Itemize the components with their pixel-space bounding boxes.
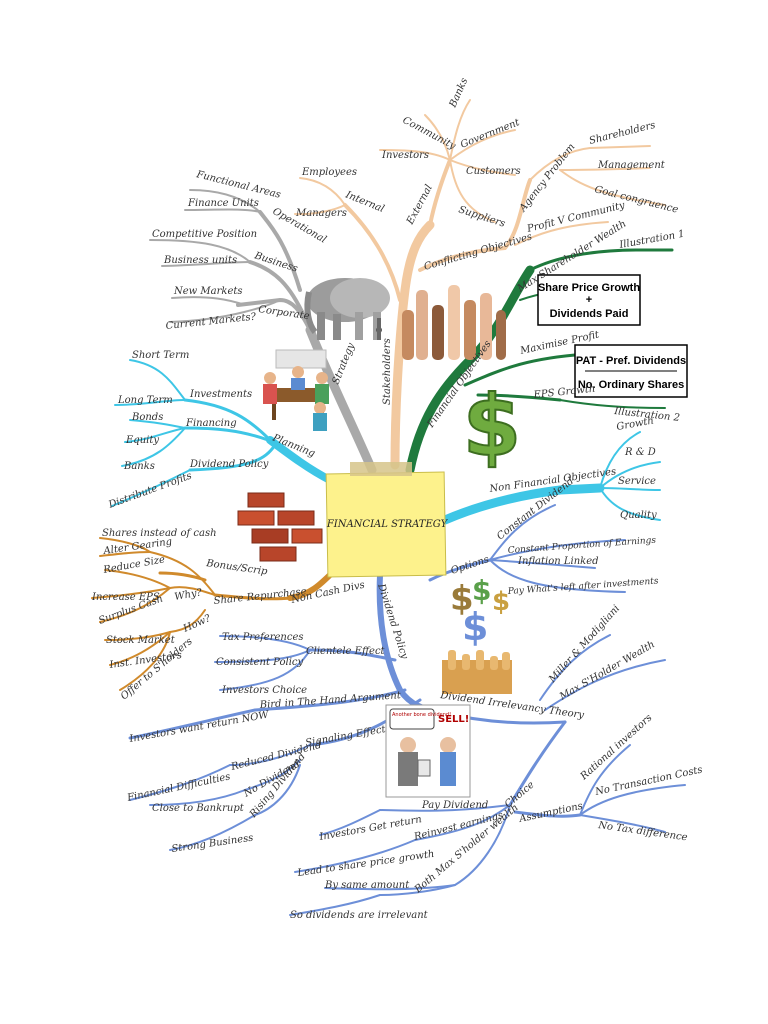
bonds-label: Bonds bbox=[131, 412, 163, 423]
pay-whats-left-label: Pay What's left after investments bbox=[507, 576, 660, 597]
no-tax-difference-label: No Tax difference bbox=[597, 820, 689, 844]
corporate-label: Corporate bbox=[258, 304, 311, 322]
assumptions-label: Assumptions bbox=[517, 801, 583, 825]
choice-label: Choice bbox=[503, 779, 537, 810]
investors-get-return-label: Investors Get return bbox=[318, 814, 423, 843]
illustration-1-label: Illustration 1 bbox=[618, 229, 686, 251]
eps-denominator: No. Ordinary Shares bbox=[578, 379, 684, 391]
how-label: How? bbox=[181, 613, 213, 635]
investments-label: Investments bbox=[189, 389, 252, 400]
investors-choice-label: Investors Choice bbox=[221, 685, 307, 696]
investors-label: Investors bbox=[381, 150, 429, 161]
svg-text:$: $ bbox=[492, 587, 510, 617]
svg-text:$: $ bbox=[463, 377, 521, 475]
by-same-amount-label: By same amount bbox=[324, 880, 410, 891]
planning-branch-lines bbox=[111, 359, 334, 507]
managers-label: Managers bbox=[295, 208, 347, 219]
equity-label: Equity bbox=[125, 435, 159, 446]
pay-dividend-label: Pay Dividend bbox=[421, 800, 488, 811]
center-title: FINANCIAL STRATEGY bbox=[326, 519, 449, 530]
functional-areas-label: Functional Areas bbox=[194, 169, 282, 201]
financing-label: Financing bbox=[185, 418, 237, 429]
share-price-line3: Dividends Paid bbox=[550, 308, 629, 320]
dividends-irrelevant-label: So dividends are irrelevant bbox=[290, 910, 429, 921]
current-markets-label: Current Markets? bbox=[165, 311, 257, 331]
business-label: Business bbox=[252, 250, 299, 275]
finance-units-label: Finance Units bbox=[187, 198, 259, 209]
rational-investors-label: Rational investors bbox=[578, 712, 654, 782]
non-financial-branch-lines bbox=[440, 431, 661, 525]
stakeholders-label: Stakeholders bbox=[382, 338, 393, 405]
dollars-cluster-image: $ $ $ $ bbox=[450, 574, 510, 649]
consistent-policy-label: Consistent Policy bbox=[216, 657, 303, 668]
service-label: Service bbox=[618, 476, 656, 487]
cartoon-image: Another bone dividend! SELL! bbox=[385, 704, 471, 798]
increase-eps-label: Increase EPS bbox=[91, 592, 160, 603]
cartoon-speech-2: SELL! bbox=[438, 714, 469, 725]
banks-financing-label: Banks bbox=[123, 461, 155, 472]
strategy-label: Strategy bbox=[331, 341, 358, 386]
share-price-box: Share Price Growth + Dividends Paid bbox=[537, 274, 641, 326]
cartoon-speech-1: Another bone dividend! bbox=[392, 712, 451, 718]
constant-proportion-label: Constant Proportion of Earnings bbox=[508, 536, 657, 556]
share-price-line2: + bbox=[586, 294, 592, 306]
why-label: Why? bbox=[174, 587, 204, 603]
distribute-profits-label: Distribute Profits bbox=[106, 471, 193, 512]
shares-instead-label: Shares instead of cash bbox=[102, 528, 217, 539]
government-label: Government bbox=[459, 117, 522, 151]
growth-label: Growth bbox=[616, 416, 655, 433]
competitive-position-label: Competitive Position bbox=[152, 229, 257, 240]
rd-label: R & D bbox=[624, 447, 656, 458]
reduced-dividend-label: Reduced Dividend bbox=[229, 740, 323, 773]
inflation-linked-label: Inflation Linked bbox=[517, 556, 599, 567]
crowd-hands-image bbox=[442, 650, 512, 694]
tax-preferences-label: Tax Preferences bbox=[222, 632, 304, 643]
no-transaction-costs-label: No Transaction Costs bbox=[593, 764, 703, 798]
business-units-label: Business units bbox=[163, 255, 237, 266]
investors-want-return-label: Investors want return NOW bbox=[128, 709, 271, 745]
non-cash-labels: Non Cash Divs Bonus/Scrip Shares instead… bbox=[91, 528, 366, 702]
conflicting-objectives-label: Conflicting Objectives bbox=[423, 231, 534, 272]
svg-text:$: $ bbox=[450, 579, 474, 619]
long-term-label: Long Term bbox=[117, 395, 173, 406]
dividend-policy-planning-label: Dividend Policy bbox=[189, 459, 269, 470]
meeting-image bbox=[263, 349, 329, 431]
management-label: Management bbox=[597, 160, 666, 171]
strategy-branch-lines bbox=[149, 189, 377, 475]
eps-formula-box: PAT - Pref. Dividends No. Ordinary Share… bbox=[574, 344, 688, 398]
non-cash-branch-lines bbox=[91, 537, 338, 691]
clientele-effect-label: Clientele Effect bbox=[306, 646, 386, 657]
planning-labels: Planning Investments Short Term Long Ter… bbox=[106, 350, 316, 511]
shareholders-label: Shareholders bbox=[588, 120, 656, 147]
elephants-image bbox=[304, 278, 390, 340]
new-markets-label: New Markets bbox=[173, 286, 243, 297]
dividend-policy-branch-lines bbox=[128, 504, 686, 916]
quality-label: Quality bbox=[620, 510, 657, 521]
short-term-label: Short Term bbox=[132, 350, 189, 361]
employees-label: Employees bbox=[301, 167, 357, 178]
dollar-sign-image: $ bbox=[462, 376, 522, 476]
bricks-image bbox=[237, 492, 323, 562]
agency-problem-label: Agency Problem bbox=[517, 142, 577, 215]
raised-hands-image bbox=[402, 285, 506, 360]
share-price-line1: Share Price Growth bbox=[538, 282, 640, 294]
suppliers-label: Suppliers bbox=[457, 204, 506, 229]
customers-label: Customers bbox=[466, 166, 521, 177]
reduce-size-label: Reduce Size bbox=[102, 554, 166, 576]
svg-text:$: $ bbox=[472, 574, 491, 607]
lead-to-share-price-label: Lead to share price growth bbox=[296, 849, 435, 879]
close-to-bankrupt-label: Close to Bankrupt bbox=[152, 803, 245, 814]
stakeholders-branch-lines bbox=[294, 99, 666, 470]
eps-growth-label: EPS Growth bbox=[532, 384, 596, 402]
center-node[interactable]: FINANCIAL STRATEGY bbox=[325, 462, 449, 578]
eps-numerator: PAT - Pref. Dividends bbox=[576, 355, 686, 367]
offer-to-sholders-label: Offer to S'holders bbox=[119, 636, 195, 702]
bonus-scrip-label: Bonus/Scrip bbox=[205, 558, 269, 578]
svg-text:$: $ bbox=[462, 605, 488, 649]
stock-market-label: Stock Market bbox=[106, 635, 176, 646]
